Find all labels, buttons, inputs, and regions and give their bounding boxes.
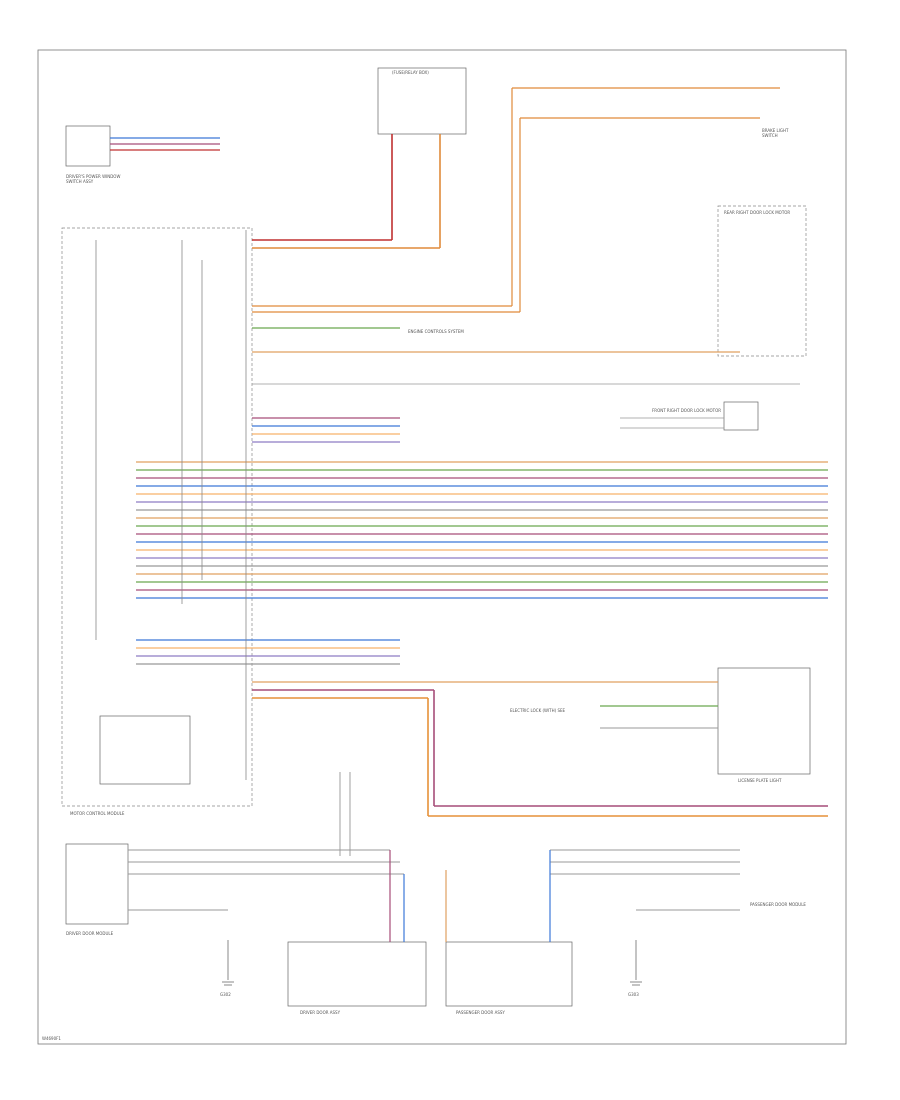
- ground-left: G302: [220, 940, 234, 997]
- engine-control-label: ENGINE CONTROLS SYSTEM: [408, 329, 464, 334]
- passenger-door-module-label: PASSENGER DOOR MODULE: [750, 902, 806, 907]
- rear-right-door-label: REAR RIGHT DOOR LOCK MOTOR: [724, 210, 790, 215]
- driver-door-module-label: DRIVER DOOR MODULE: [66, 931, 114, 936]
- front-right-door-label: FRONT RIGHT DOOR LOCK MOTOR: [652, 408, 721, 413]
- driver-switch-label: DRIVER'S POWER WINDOW: [66, 174, 120, 179]
- top-fuse-box-label: (FUSE/RELAY BOX): [392, 70, 429, 75]
- wire-layer: [95, 87, 828, 942]
- license-plate-label: LICENSE PLATE LIGHT: [738, 778, 782, 783]
- rear-right-door-box: [717, 205, 807, 357]
- brake-switch-label: BRAKE LIGHT: [762, 128, 789, 133]
- passenger-door-assy-box: [445, 941, 573, 1007]
- ground-left-label: G302: [220, 992, 231, 997]
- driver-door-assy-label: DRIVER DOOR ASSY: [300, 1010, 341, 1015]
- top-fuse-box: [377, 67, 467, 135]
- front-right-door-box: [723, 401, 759, 431]
- driver-door-module-box: [65, 843, 129, 925]
- passenger-door-assy-label: PASSENGER DOOR ASSY: [456, 1010, 505, 1015]
- ground-right: G303: [628, 940, 642, 997]
- ground-right-label: G303: [628, 992, 639, 997]
- license-plate-box: [717, 667, 811, 775]
- central-module-label: MOTOR CONTROL MODULE: [70, 811, 125, 816]
- driver-switch-label-2: SWITCH ASSY: [66, 179, 94, 184]
- electric-lock-label: ELECTRIC LOCK (WITH) SEE: [510, 708, 566, 713]
- central-module-outline: [61, 227, 253, 807]
- diagram-frame: [37, 49, 847, 1045]
- diagram-code: W4690F1: [42, 1036, 61, 1041]
- central-small-box: [99, 715, 191, 785]
- driver-switch-box: [65, 125, 111, 167]
- driver-door-assy-box: [287, 941, 427, 1007]
- brake-switch-label-2: SWITCH: [762, 133, 778, 138]
